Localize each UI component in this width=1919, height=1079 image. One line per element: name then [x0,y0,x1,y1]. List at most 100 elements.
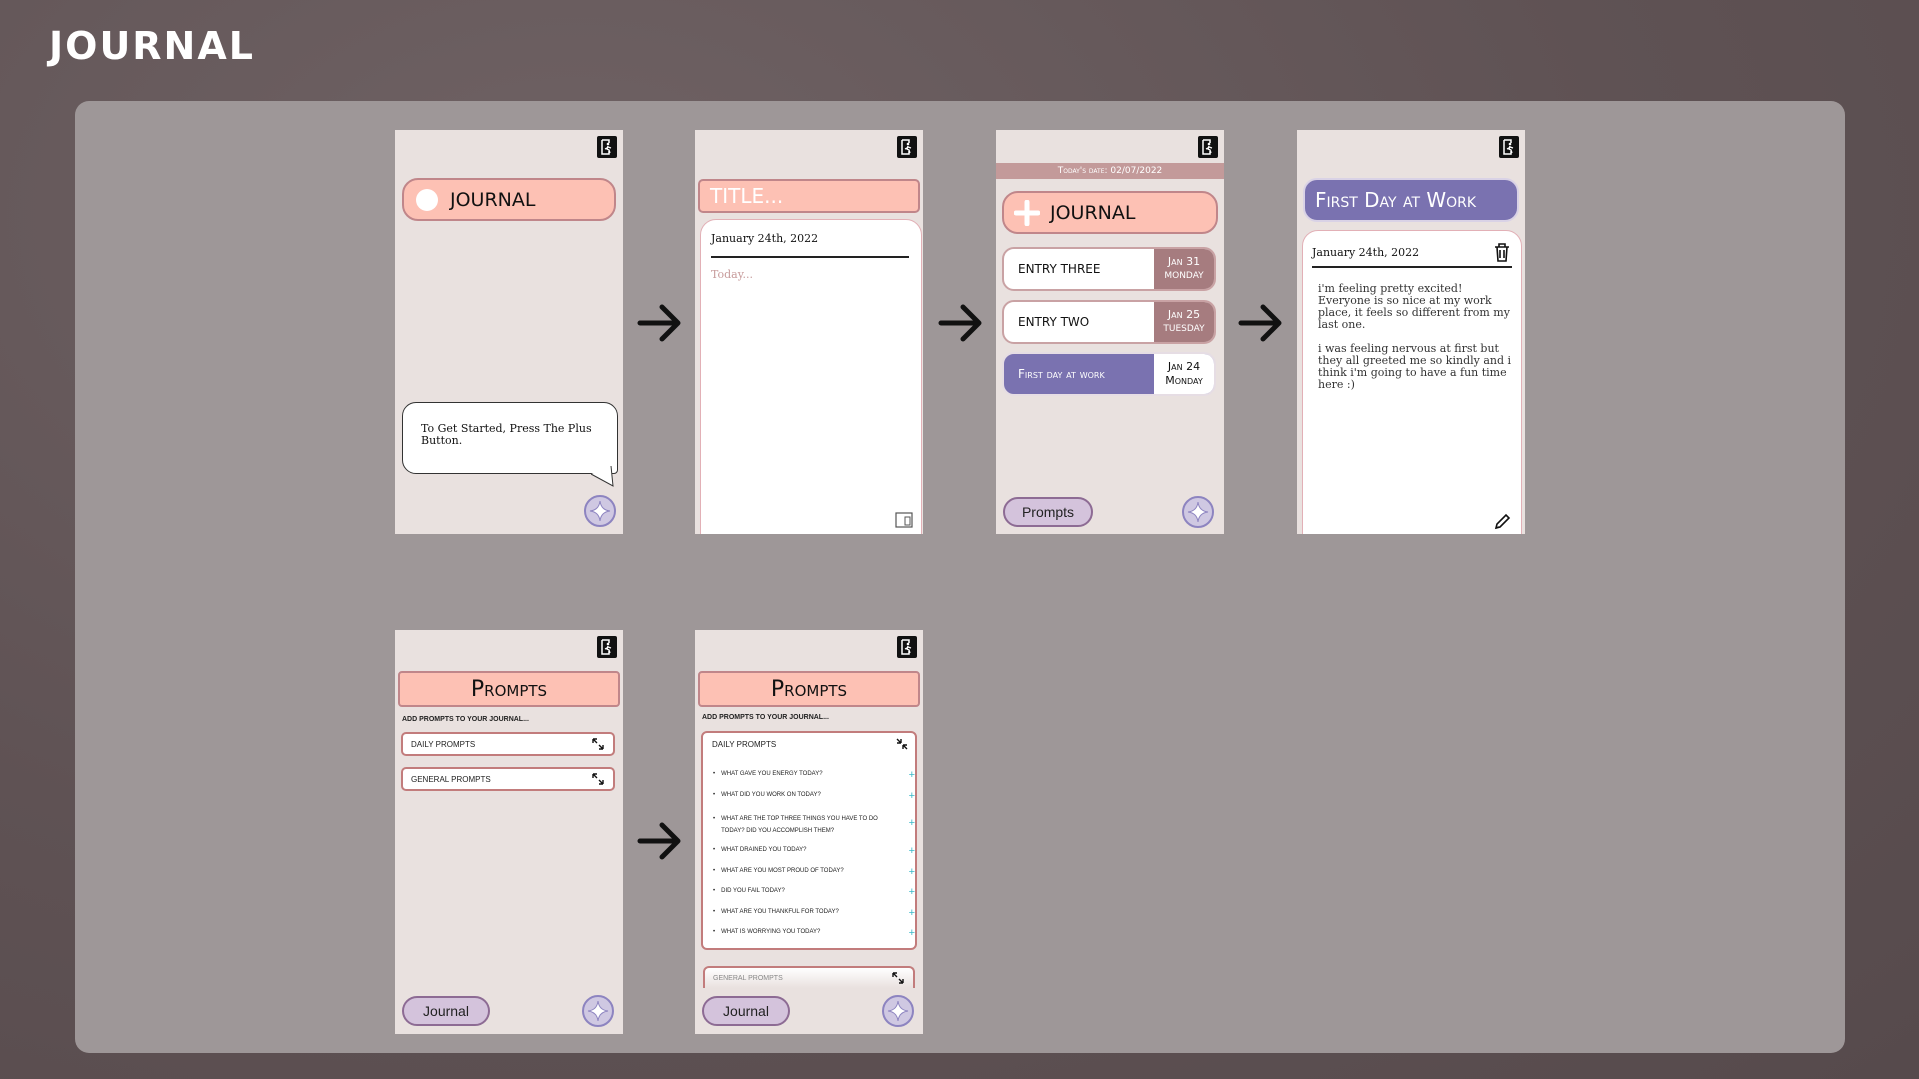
screen-journal-list: Today's date: 02/07/2022 JOURNAL ENTRY T… [996,130,1224,534]
body-placeholder: Today... [711,268,753,281]
hint-bubble: To Get Started, Press The Plus Button. [402,402,618,474]
entry-row[interactable]: ENTRY TWO Jan 25 TUESDAY [1002,300,1216,344]
prompt-question-text: WHAT ARE THE TOP THREE THINGS YOU HAVE T… [721,816,878,834]
add-prompt-icon[interactable]: + [908,817,915,829]
screen-empty-journal: JOURNAL To Get Started, Press The Plus B… [395,130,623,534]
hint-text: To Get Started, Press The Plus Button. [421,422,592,447]
flow-board: JOURNAL To Get Started, Press The Plus B… [75,101,1845,1053]
entry-date-badge: Jan 31 MONDAY [1154,249,1214,289]
prompt-question[interactable]: •DID YOU FAIL TODAY?+ [713,886,915,898]
exit-icon[interactable] [597,136,617,158]
prompts-header-label: Prompts [770,676,848,702]
entry-title: First Day at Work [1315,188,1477,212]
screen-new-entry: TITLE... January 24th, 2022 Today... [695,130,923,534]
prompt-question-text: WHAT DRAINED YOU TODAY? [721,847,807,853]
entry-month-day: Jan 31 [1167,255,1201,268]
page-title: JOURNAL [49,24,255,68]
prompt-question[interactable]: •WHAT ARE YOU THANKFUL FOR TODAY?+ [713,907,915,919]
prompts-header: Prompts [398,671,620,707]
prompts-button[interactable]: Prompts [1003,497,1093,527]
daily-prompts-toggle[interactable]: DAILY PROMPTS [401,732,615,756]
prompts-header-label: Prompts [470,676,548,702]
flow-arrow-icon [938,304,982,342]
entry-name: ENTRY THREE [1018,262,1101,276]
entry-paragraph: i was feeling nervous at first but they … [1318,342,1512,391]
sparkle-plus-icon [1187,501,1209,523]
prompt-question[interactable]: •WHAT DID YOU WORK ON TODAY?+ [713,790,915,802]
title-placeholder: TITLE... [710,184,784,208]
exit-icon[interactable] [1499,136,1519,158]
journal-button[interactable]: Journal [702,996,790,1026]
entry-row[interactable]: ENTRY THREE Jan 31 MONDAY [1002,247,1216,291]
entry-name: ENTRY TWO [1018,315,1090,329]
general-prompts-label: GENERAL PROMPTS [713,974,783,982]
entry-month-day: Jan 25 [1167,308,1201,321]
add-circle-icon[interactable] [416,188,438,211]
prompt-question[interactable]: •WHAT IS WORRYING YOU TODAY?+ [713,927,915,939]
exit-icon[interactable] [597,636,617,658]
journal-button[interactable]: Journal [402,996,490,1026]
prompt-question-text: WHAT DID YOU WORK ON TODAY? [721,792,821,798]
journal-header: JOURNAL [402,178,616,221]
add-entry-button[interactable] [584,495,616,527]
screen-prompts-collapsed: Prompts ADD PROMPTS TO YOUR JOURNAL... D… [395,630,623,1034]
entry-editor[interactable]: January 24th, 2022 Today... [700,219,922,534]
exit-icon[interactable] [1198,136,1218,158]
sparkle-plus-icon [589,500,611,522]
prompt-question[interactable]: •WHAT DRAINED YOU TODAY?+ [713,845,915,857]
flow-arrow-icon [637,822,681,860]
flow-arrow-icon [637,304,681,342]
todays-date-bar: Today's date: 02/07/2022 [996,163,1224,179]
prompt-question[interactable]: •WHAT ARE THE TOP THREE THINGS YOU HAVE … [713,813,915,837]
prompt-question[interactable]: •WHAT ARE YOU MOST PROUD OF TODAY?+ [713,866,915,878]
add-prompt-icon[interactable]: + [908,866,915,878]
add-prompt-icon[interactable]: + [908,907,915,919]
sparkle-plus-icon [587,1000,609,1022]
add-entry-button[interactable] [1182,496,1214,528]
prompt-question-text: WHAT ARE YOU THANKFUL FOR TODAY? [721,909,839,915]
entry-date-badge: Jan 24 Monday [1154,354,1214,394]
prompt-question[interactable]: •WHAT GAVE YOU ENERGY TODAY?+ [713,769,915,781]
entry-paragraph: i'm feeling pretty excited! Everyone is … [1318,282,1510,331]
entry-date: January 24th, 2022 [711,232,819,245]
general-prompts-toggle[interactable]: GENERAL PROMPTS [703,966,915,988]
journal-header-label: JOURNAL [1050,201,1136,224]
add-prompt-icon[interactable]: + [908,769,915,781]
entry-row-selected[interactable]: First day at work Jan 24 Monday [1002,352,1216,396]
add-prompt-icon[interactable]: + [908,845,915,857]
journal-header: JOURNAL [1002,191,1218,234]
expand-icon [592,773,604,785]
collapse-icon[interactable] [895,737,909,751]
add-prompt-icon[interactable]: + [908,927,915,939]
prompt-question-text: DID YOU FAIL TODAY? [721,888,785,894]
title-input[interactable]: TITLE... [698,179,920,213]
add-prompt-icon[interactable]: + [908,886,915,898]
entry-weekday: TUESDAY [1163,324,1205,334]
entry-date: January 24th, 2022 [1312,246,1420,259]
add-entry-button[interactable] [882,995,914,1027]
pencil-icon[interactable] [1493,513,1511,531]
entry-month-day: Jan 24 [1167,360,1201,373]
add-prompt-icon[interactable]: + [908,790,915,802]
screen-prompts-expanded: Prompts ADD PROMPTS TO YOUR JOURNAL... D… [695,630,923,1034]
prompt-question-text: WHAT ARE YOU MOST PROUD OF TODAY? [721,868,844,874]
prompts-header: Prompts [698,671,920,707]
daily-prompts-panel: DAILY PROMPTS •WHAT GAVE YOU ENERGY TODA… [701,731,917,950]
general-prompts-toggle[interactable]: GENERAL PROMPTS [401,767,615,791]
journal-header-label: JOURNAL [450,188,536,211]
plus-icon[interactable] [1014,199,1040,226]
prompts-subheading: ADD PROMPTS TO YOUR JOURNAL... [702,714,829,721]
daily-prompts-label: DAILY PROMPTS [712,740,777,749]
prompts-subheading: ADD PROMPTS TO YOUR JOURNAL... [402,716,529,723]
exit-icon[interactable] [897,636,917,658]
prompt-question-text: WHAT IS WORRYING YOU TODAY? [721,929,821,935]
trash-icon[interactable] [1493,242,1511,262]
sparkle-plus-icon [887,1000,909,1022]
add-entry-button[interactable] [582,995,614,1027]
date-divider [1312,266,1512,268]
save-icon[interactable] [895,512,913,528]
expand-icon [892,972,904,984]
exit-icon[interactable] [897,136,917,158]
general-prompts-label: GENERAL PROMPTS [411,774,491,784]
bubble-tail-icon [591,466,614,487]
